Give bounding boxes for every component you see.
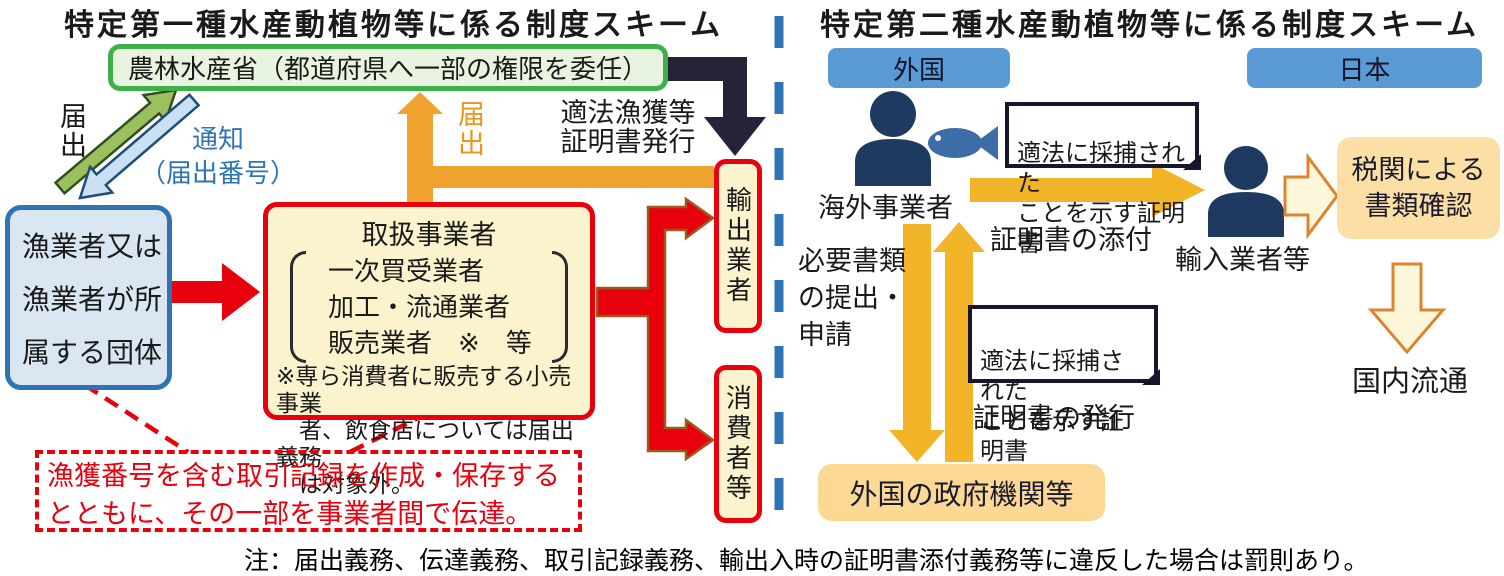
foreign-government-box: 外国の政府機関等 <box>818 464 1105 521</box>
to-customs-hollow-arrow <box>1283 152 1339 240</box>
record-obligation-note: 漁獲番号を含む取引記録を作成・保存する とともに、その一部を事業者間で伝達。 <box>35 450 582 532</box>
customs-check-box: 税関による 書類確認 <box>1337 137 1500 239</box>
cert-issue-black-arrow <box>665 57 766 156</box>
notify-orange-horizontal-bar <box>418 166 714 188</box>
consumer-box-label: 消費者等 <box>722 384 753 504</box>
handler-box-title: 取扱事業者 <box>361 220 497 250</box>
cert-attach-gold-arrow <box>970 163 1205 217</box>
notice-label: 通知 （届出番号） <box>139 124 296 188</box>
handler-branch-red-connector <box>595 196 716 462</box>
notify-label-left: 届出 <box>56 102 86 160</box>
fisher-box-label: 漁業者又は漁業者が所属する団体 <box>22 231 163 368</box>
cert-issue-right-label: 証明書の発行 <box>973 403 1135 433</box>
domestic-distribution-label: 国内流通 <box>1352 366 1469 398</box>
region-foreign-label: 外国 <box>892 54 945 85</box>
penalty-footnote: 注：届出義務、伝達義務、取引記録義務、輸出入時の証明書添付義務等に違反した場合は… <box>244 547 1369 575</box>
region-foreign-box: 外国 <box>828 48 1010 88</box>
record-callout-line-left <box>83 383 190 454</box>
importer-label: 輸入業者等 <box>1175 245 1310 275</box>
certificate-bubble-top-text: 適法に採捕された ことを示す証明書 <box>1017 140 1185 257</box>
notify-label-orange: 届出 <box>454 100 484 158</box>
to-domestic-hollow-arrow <box>1367 262 1447 355</box>
certificate-bubble-top: 適法に採捕された ことを示す証明書 <box>1005 102 1201 257</box>
handler-box: 取扱事業者 一次買受業者 加工・流通業者 販売業者 ※ 等 ※専ら消費者に販売す… <box>263 202 595 497</box>
ministry-box: 農林水産省（都道府県へ一部の権限を委任） <box>108 44 668 91</box>
importer-person-body <box>1208 192 1284 237</box>
overseas-operator-person-icon <box>870 91 916 137</box>
certificate-bubble-bottom: 適法に採捕された ことを示す証明書 <box>968 305 1160 465</box>
importer-person-icon <box>1224 146 1268 190</box>
region-japan-box: 日本 <box>1247 48 1482 88</box>
exporter-box: 輸出業者 <box>714 159 762 333</box>
cert-attach-label: 証明書の添付 <box>990 225 1152 255</box>
scheme2-title: 特定第二種水産動植物等に係る制度スキーム <box>820 9 1480 42</box>
notice-arrow-blue <box>78 92 201 200</box>
notify-arrow-green <box>53 88 178 196</box>
region-japan-label: 日本 <box>1338 54 1391 85</box>
consumer-box: 消費者等 <box>714 365 762 523</box>
handler-note: ※専ら消費者に販売する小売事業 者、飲食店については届出義務 は対象外。 <box>276 363 574 497</box>
scheme1-title: 特定第一種水産動植物等に係る制度スキーム <box>64 9 724 42</box>
right-bracket <box>552 251 568 363</box>
fish-icon <box>928 126 998 160</box>
ministry-box-label: 農林水産省（都道府県へ一部の権限を委任） <box>127 54 648 84</box>
notify-orange-vertical-arrow <box>397 92 443 204</box>
exporter-box-label: 輸出業者 <box>722 186 753 306</box>
cert-issue-up-arrow <box>933 222 985 462</box>
submit-docs-down-arrow <box>889 224 945 462</box>
cert-issue-label: 適法漁獲等 証明書発行 <box>560 98 696 157</box>
certificate-bubble-bottom-text: 適法に採捕された ことを示す証明書 <box>980 348 1124 465</box>
left-bracket <box>290 251 306 363</box>
foreign-government-label: 外国の政府機関等 <box>849 478 1074 510</box>
overseas-operator-label: 海外事業者 <box>818 193 953 223</box>
handler-member-list: 一次買受業者 加工・流通業者 販売業者 ※ 等 <box>328 256 532 358</box>
fisher-to-handler-red-arrow <box>172 263 260 321</box>
submit-docs-label: 必要書類 の提出・ 申請 <box>798 246 906 350</box>
bubble-dogear-icon <box>1142 369 1160 385</box>
bubble-dogear-icon <box>1183 154 1201 170</box>
fisher-box: 漁業者又は漁業者が所属する団体 <box>5 205 172 390</box>
overseas-operator-person-body <box>855 139 931 186</box>
